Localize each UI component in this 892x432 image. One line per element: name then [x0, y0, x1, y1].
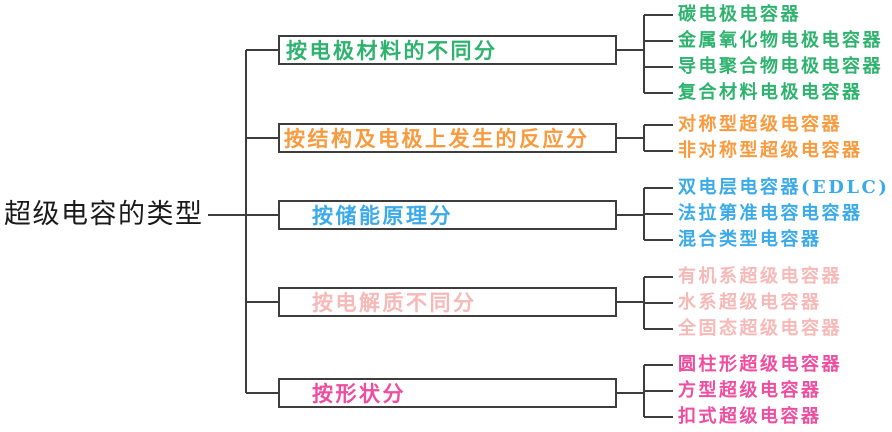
category-box: 按储能原理分 — [278, 200, 617, 230]
leaf-label: 法拉第准电容电容器 — [678, 203, 863, 224]
leaf-label: 对称型超级电容器 — [678, 114, 842, 135]
category-box: 按结构及电极上发生的反应分 — [278, 123, 617, 153]
leaf-label: 复合材料电极电容器 — [678, 82, 863, 103]
leaf-label: 混合类型电容器 — [678, 229, 822, 250]
leaf-label: 非对称型超级电容器 — [678, 140, 863, 161]
root-title: 超级电容的类型 — [4, 199, 204, 230]
category-box: 按电解质不同分 — [278, 287, 617, 317]
category-label: 按结构及电极上发生的反应分 — [284, 126, 590, 151]
category-label: 按形状分 — [312, 381, 406, 406]
leaf-label: 全固态超级电容器 — [678, 318, 842, 339]
leaf-label: 碳电极电容器 — [678, 4, 801, 25]
leaf-label: 双电层电容器(EDLC) — [678, 177, 890, 198]
leaf-label: 圆柱形超级电容器 — [678, 354, 842, 375]
category-box: 按电极材料的不同分 — [278, 35, 617, 65]
category-label: 按电解质不同分 — [312, 290, 477, 315]
leaf-label: 方型超级电容器 — [678, 380, 822, 401]
category-box: 按形状分 — [278, 378, 617, 408]
category-label: 按储能原理分 — [312, 203, 453, 228]
category-label: 按电极材料的不同分 — [286, 38, 498, 63]
leaf-label: 导电聚合物电极电容器 — [678, 56, 883, 77]
leaf-label: 扣式超级电容器 — [678, 406, 822, 427]
leaf-label: 金属氧化物电极电容器 — [678, 30, 883, 51]
leaf-label: 有机系超级电容器 — [678, 266, 842, 287]
leaf-label: 水系超级电容器 — [678, 292, 822, 313]
